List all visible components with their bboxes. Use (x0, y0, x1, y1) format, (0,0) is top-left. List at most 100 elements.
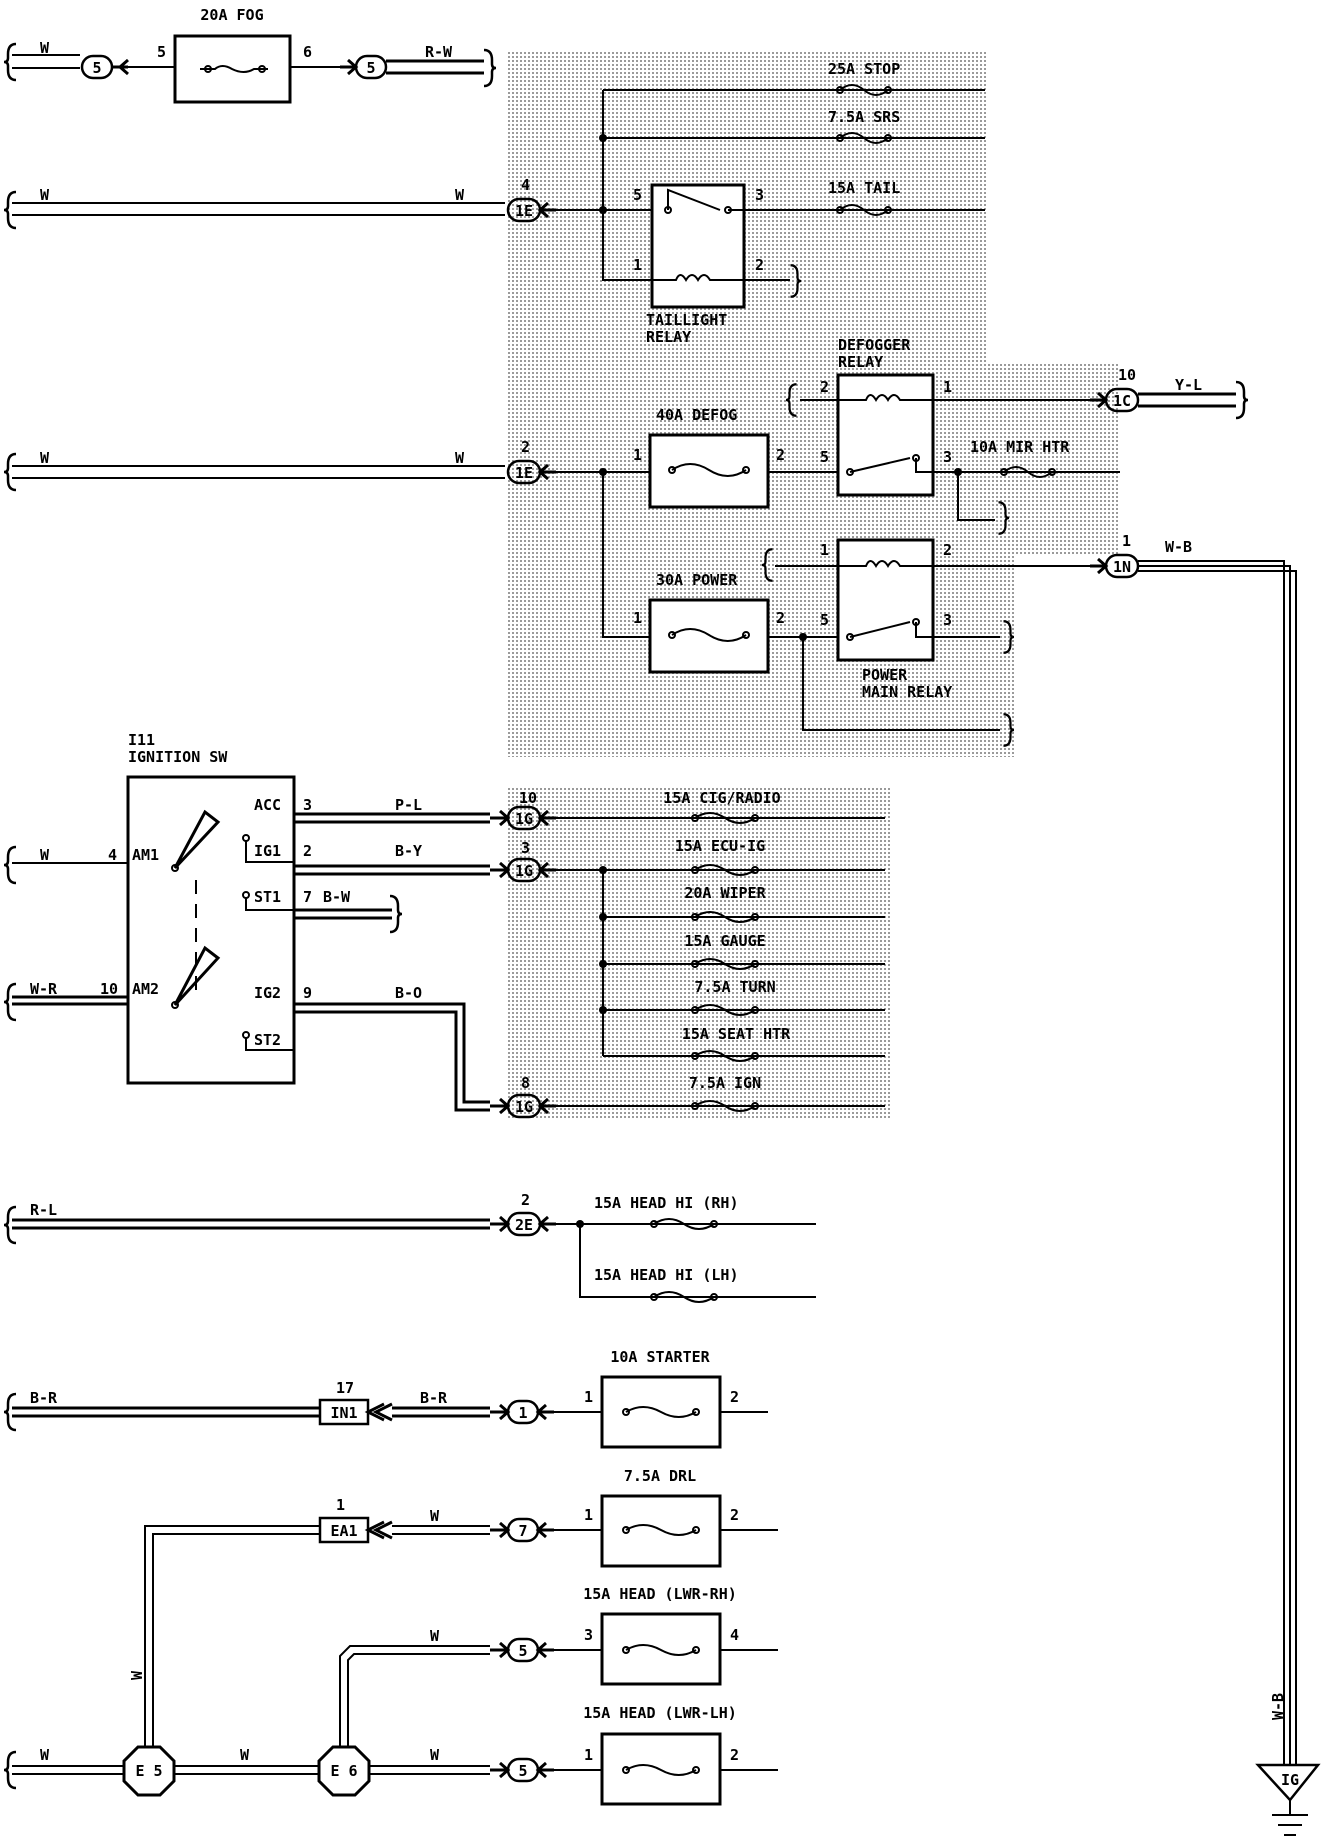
taillight-relay (650, 183, 746, 309)
relay-label: RELAY (646, 328, 691, 346)
component-id: I11 (128, 731, 155, 749)
connector-label: 7 (518, 1522, 527, 1540)
wire-color-label: W (40, 39, 50, 57)
pin-label: 5 (820, 448, 829, 466)
pin-label: 5 (157, 43, 166, 61)
pin-label: 3 (755, 186, 764, 204)
wire-color-label: W (240, 1746, 250, 1764)
terminal-label: AM2 (132, 980, 159, 998)
connector-label: 1G (515, 810, 533, 828)
pin-label: 17 (336, 1379, 354, 1397)
terminal-label: IG1 (254, 842, 281, 860)
wire-color-label: R-W (425, 43, 453, 61)
pin-label: 4 (108, 846, 117, 864)
connector-label: 1G (515, 862, 533, 880)
connector-label: 1E (515, 202, 533, 220)
fog-circuit: W 5 5 20A FOG 6 5 R-W (4, 6, 496, 104)
fuse-label: 7.5A IGN (689, 1074, 761, 1092)
wire-color-label: W (40, 1746, 50, 1764)
wire-color-label: B-R (30, 1389, 58, 1407)
wire-color-label: W (430, 1507, 440, 1525)
ig-fuse-block: 10 1G 3 1G 8 1G 15A CIG/RADIO 15A ECU-IG… (506, 789, 885, 1119)
fuse-label: 15A CIG/RADIO (663, 789, 780, 807)
connector-label: 5 (518, 1642, 527, 1660)
fuse-label: 20A WIPER (684, 884, 766, 902)
wire-color-label: B-W (323, 888, 351, 906)
pin-label: 2 (521, 438, 530, 456)
fuse-label: 30A POWER (656, 571, 738, 589)
pin-label: 4 (521, 176, 530, 194)
drl-head-circuit: 1 EA1 W 7 1 7.5A DRL 2 W W 5 3 15A HEAD … (4, 1467, 778, 1806)
connector-label: 1E (515, 464, 533, 482)
connector-label: 5 (518, 1762, 527, 1780)
taillight-circuit: W W 4 1E 25A STOP 7.5A SRS 5 3 1 2 (4, 60, 985, 346)
pin-label: 5 (820, 611, 829, 629)
fuse-label: 7.5A TURN (694, 978, 775, 996)
wire-color-label: W (430, 1627, 440, 1645)
pin-label: 1 (584, 1388, 593, 1406)
relay-label: RELAY (838, 353, 883, 371)
pin-label: 10 (100, 980, 118, 998)
pin-label: 3 (303, 796, 312, 814)
pin-label: 1 (943, 378, 952, 396)
pin-label: 7 (303, 888, 312, 906)
relay-label: TAILLIGHT (646, 311, 727, 329)
connector-label: 1C (1113, 392, 1131, 410)
connector-label: 2E (515, 1216, 533, 1234)
fuse-label: 15A HEAD (LWR-RH) (583, 1585, 737, 1603)
pin-label: 2 (820, 378, 829, 396)
wire-color-label: W (128, 1670, 146, 1680)
pin-label: 2 (730, 1388, 739, 1406)
terminal-label: ST2 (254, 1031, 281, 1049)
pin-label: 2 (776, 609, 785, 627)
relay-label: MAIN RELAY (862, 683, 952, 701)
pin-label: 1 (336, 1496, 345, 1514)
wire-color-label: B-R (420, 1389, 448, 1407)
connector-1c (1104, 387, 1140, 413)
pin-label: 5 (633, 186, 642, 204)
component-name: IGNITION SW (128, 748, 228, 766)
connector-label: 1G (515, 1098, 533, 1116)
terminal-label: AM1 (132, 846, 159, 864)
ig-fuses: 15A CIG/RADIO 15A ECU-IG 20A WIPER 15A G… (663, 789, 791, 1112)
starter-circuit: B-R 17 IN1 B-R 1 1 10A STARTER 2 (4, 1348, 768, 1449)
fuse-label: 15A TAIL (828, 179, 900, 197)
ground-label: IG (1281, 1771, 1299, 1789)
defog-power-circuit: W W 2 1E 40A DEFOG 1 2 DEFOGGER RELAY 2 … (4, 336, 1321, 1836)
splice-label: E 5 (135, 1762, 162, 1780)
wire-color-label: W-B (1165, 538, 1192, 556)
pin-label: 1 (633, 609, 642, 627)
connector-label: 5 (92, 59, 101, 77)
wire-color-label: B-Y (395, 842, 422, 860)
pin-label: 6 (303, 43, 312, 61)
ground-ig (1255, 1763, 1321, 1802)
pin-label: 10 (1118, 366, 1136, 384)
pin-label: 2 (730, 1746, 739, 1764)
fuse-label: 10A MIR HTR (970, 438, 1070, 456)
splice-e6 (317, 1745, 371, 1797)
pin-label: 10 (519, 789, 537, 807)
fuse-label: 15A ECU-IG (675, 837, 765, 855)
wire-color-label: W (455, 186, 465, 204)
splice-label: E 6 (330, 1762, 357, 1780)
wire-color-label: Y-L (1175, 376, 1202, 394)
connector-5 (354, 54, 388, 80)
connector-label: 1N (1113, 558, 1131, 576)
pin-label: 1 (633, 446, 642, 464)
connector-label: 1 (518, 1404, 527, 1422)
pin-label: 1 (584, 1746, 593, 1764)
pin-label: 1 (1122, 532, 1131, 550)
wire-color-label: W (40, 449, 50, 467)
terminal-label: ST1 (254, 888, 281, 906)
fuse-label: 7.5A SRS (828, 108, 900, 126)
pin-label: 2 (521, 1191, 530, 1209)
wire-color-label: W (455, 449, 465, 467)
wire-color-label: W (430, 1746, 440, 1764)
pin-label: 3 (943, 611, 952, 629)
pin-label: 2 (730, 1506, 739, 1524)
fuse-label: 15A GAUGE (684, 932, 765, 950)
wire-color-label: P-L (395, 796, 422, 814)
fuse-20a-fog (173, 34, 292, 104)
